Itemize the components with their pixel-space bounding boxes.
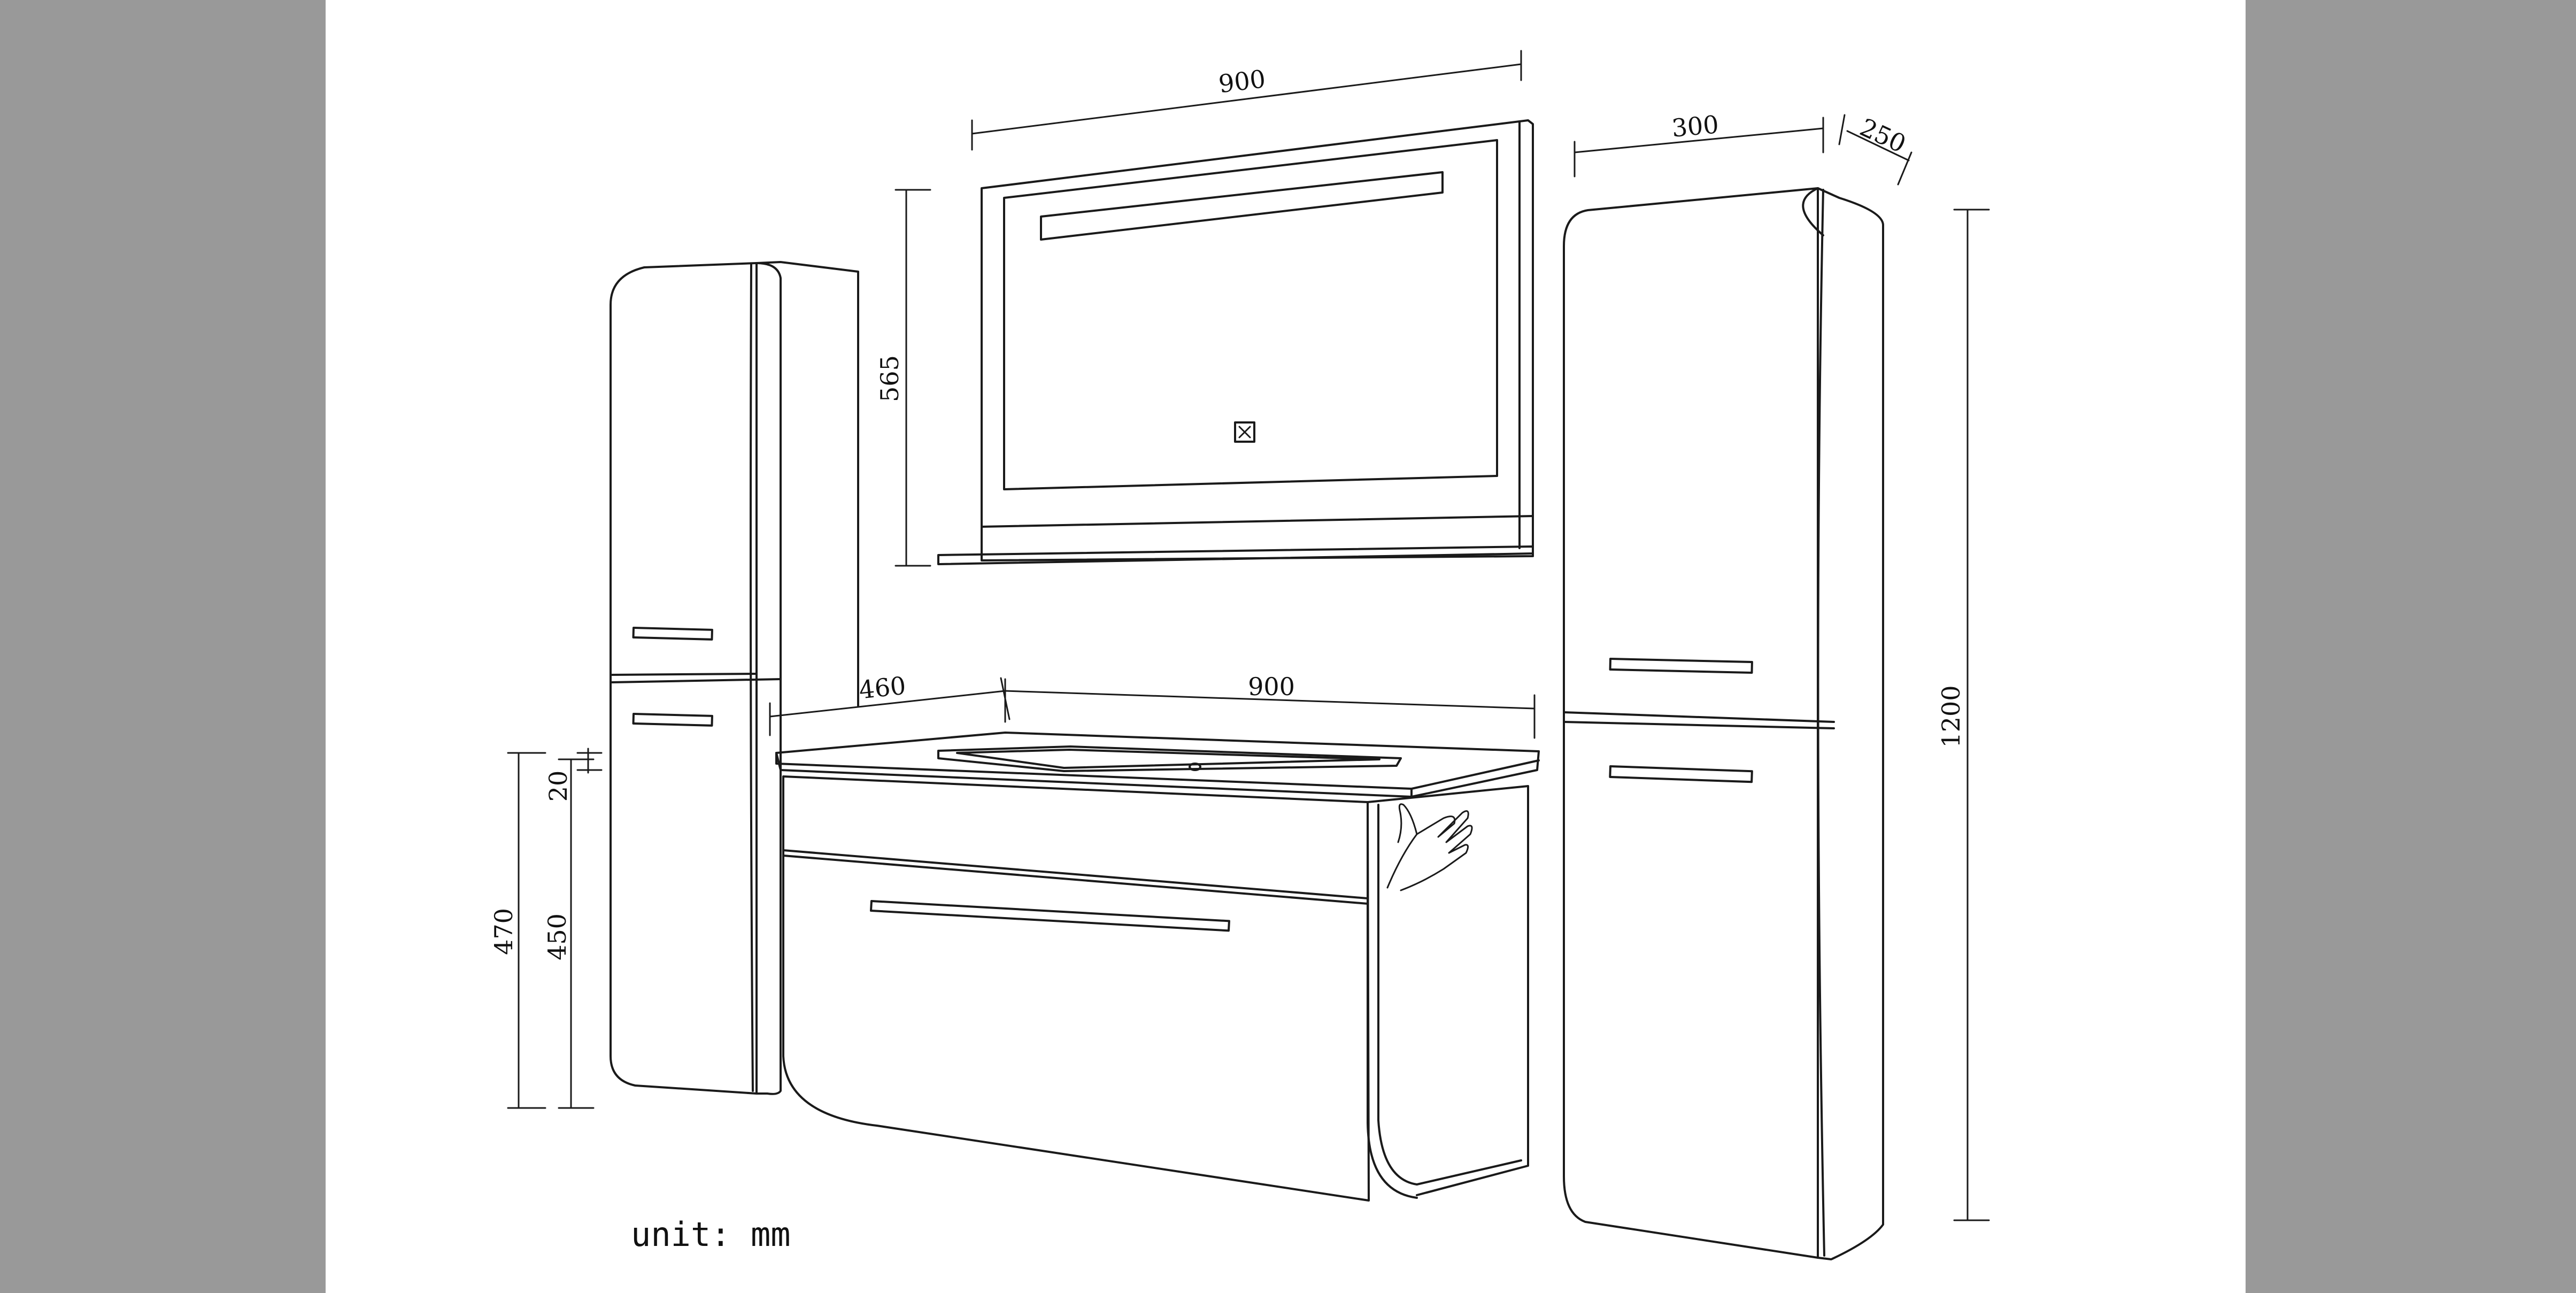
dim-vanity-body-height: 450 xyxy=(543,913,572,960)
dim-vanity-total-height: 470 xyxy=(489,908,518,955)
vanity-drawer-split xyxy=(782,849,1369,899)
dim-cabinet-width: 300 xyxy=(1671,110,1720,142)
left-cabinet-back-edge xyxy=(755,261,859,707)
right-cabinet-door-split-top xyxy=(1563,711,1835,723)
dim-vanity-width: 900 xyxy=(1248,672,1295,701)
mirror-touch-switch-glyph xyxy=(1238,426,1251,438)
right-cabinet-front xyxy=(1563,187,1819,1259)
vanity-drawer-split-2 xyxy=(782,855,1369,905)
left-cabinet-door-split-bottom xyxy=(610,678,782,683)
dim-cabinet-height: 1200 xyxy=(1937,685,1965,748)
vanity-countertop xyxy=(775,732,1540,798)
left-cabinet-front xyxy=(610,262,758,1095)
vanity-basin xyxy=(937,745,1402,772)
left-cabinet-lower-handle xyxy=(632,713,713,727)
right-cabinet-door-split-bottom xyxy=(1563,721,1835,729)
unit-note: unit: mm xyxy=(631,1215,791,1254)
dim-mirror-width: 900 xyxy=(1217,64,1267,98)
dim-mirror-height: 565 xyxy=(875,355,904,402)
mirror-glass xyxy=(1003,139,1498,490)
mirror-touch-switch-icon xyxy=(1234,421,1255,443)
vanity-body-inner-curve xyxy=(1377,804,1522,1186)
vanity-basin-inner xyxy=(956,749,1380,769)
vanity-hand-thumb xyxy=(1397,803,1418,843)
dimension-labels: 900 565 300 250 1200 460 900 20 450 470 … xyxy=(489,64,1965,1254)
dim-vanity-depth: 460 xyxy=(858,671,907,705)
right-cabinet-lower-handle xyxy=(1609,765,1753,783)
vanity-unit xyxy=(775,732,1540,1202)
vanity-countertop-right-edge xyxy=(1410,759,1540,790)
right-tall-cabinet xyxy=(1563,187,1884,1260)
right-cabinet-side xyxy=(1817,187,1884,1260)
left-cabinet-front-inner xyxy=(750,264,754,1092)
dimension-lines xyxy=(507,50,1990,1221)
right-cabinet-front-inner xyxy=(1816,187,1825,1259)
left-tall-cabinet xyxy=(610,261,859,1095)
left-cabinet-side xyxy=(755,262,782,1095)
vanity-body-curve xyxy=(1367,801,1418,1199)
dim-cabinet-depth: 250 xyxy=(1856,112,1910,158)
vanity-body-side xyxy=(1367,785,1529,1196)
right-cabinet-curve-back xyxy=(1802,187,1824,236)
vanity-hand-sensor-icon xyxy=(1386,810,1473,891)
right-cabinet-upper-handle xyxy=(1609,658,1753,674)
vanity-body-front xyxy=(782,775,1370,1202)
vanity-drawer-handle xyxy=(869,900,1230,932)
mirror-shelf xyxy=(937,545,1534,565)
mirror-led-strip xyxy=(1040,171,1444,241)
vanity-countertop-front-edge xyxy=(775,752,1413,798)
vanity-drain xyxy=(1189,763,1201,771)
mirror-outer-frame xyxy=(981,119,1534,561)
drawing-sheet xyxy=(326,0,2246,1293)
left-cabinet-door-split-top xyxy=(610,673,758,676)
dim-countertop-thickness: 20 xyxy=(544,771,573,802)
left-cabinet-upper-handle xyxy=(632,626,713,641)
mirror-shelf-front xyxy=(981,515,1534,528)
mirror-cabinet xyxy=(937,119,1534,565)
